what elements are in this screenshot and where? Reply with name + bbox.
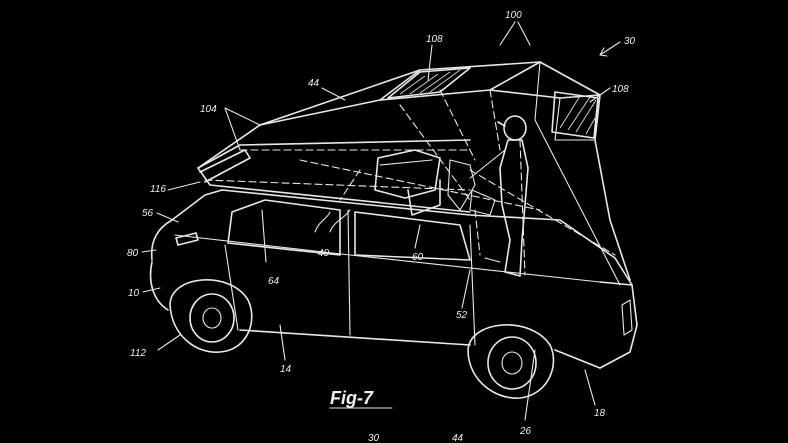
belt-line [174, 234, 601, 283]
label-60: 60 [412, 252, 424, 263]
label-108-front: 108 [426, 34, 443, 45]
headlight [175, 232, 199, 246]
hidden-line-4 [439, 89, 476, 161]
figure-caption: Fig-7 [329, 388, 393, 409]
held-object-2 [469, 189, 496, 216]
label-26: 26 [519, 426, 532, 437]
hidden-line-2 [204, 179, 471, 191]
leader-18 [584, 369, 596, 406]
label-116: 116 [150, 184, 166, 195]
rear-wheel [467, 324, 555, 399]
label-56: 56 [142, 208, 154, 219]
hidden-line-10 [519, 139, 526, 276]
roof-tent [197, 61, 631, 286]
tent-rear-fold [534, 61, 621, 286]
hidden-line-5 [489, 89, 501, 151]
person-head [503, 115, 527, 141]
roof-line [221, 189, 616, 259]
leader-40 [314, 209, 351, 233]
hidden-line-8 [339, 169, 361, 201]
leader-56 [156, 212, 179, 223]
seat-base [407, 179, 441, 216]
panel-edge [199, 149, 251, 183]
label-44-bottom: 44 [452, 433, 464, 443]
leader-108a [427, 44, 433, 81]
label-64: 64 [268, 276, 280, 287]
label-10: 10 [128, 288, 140, 299]
leader-100-a [499, 21, 516, 46]
label-108-rear: 108 [612, 84, 629, 95]
taillight [621, 299, 633, 336]
label-40: 40 [318, 248, 330, 259]
leader-52 [461, 269, 471, 309]
person-foot [484, 257, 501, 263]
person-body [499, 139, 529, 277]
reference-labels: 100 30 108 108 44 104 116 56 80 10 40 64… [127, 10, 636, 443]
skylight-rear [551, 91, 599, 139]
figure-caption-text: Fig-7 [330, 388, 374, 408]
vehicle-body [149, 189, 638, 369]
rear-top-edge [599, 281, 633, 286]
label-18: 18 [594, 408, 606, 419]
leader-30 [599, 41, 621, 56]
leader-60 [414, 224, 421, 249]
leader-26 [524, 349, 536, 421]
leader-lines [141, 21, 621, 421]
leader-100-b [517, 21, 531, 46]
leader-44 [321, 87, 346, 101]
leader-104 [224, 107, 261, 151]
skylight-front [387, 67, 471, 99]
lower-sill [239, 329, 471, 346]
hidden-line-9 [299, 159, 541, 211]
door-divider-front [347, 209, 351, 336]
label-30-bottom: 30 [368, 433, 380, 443]
label-30: 30 [624, 36, 636, 47]
leader-14 [279, 324, 286, 361]
front-wheel [169, 279, 253, 353]
label-14: 14 [280, 364, 292, 375]
tent-outer-edge [197, 61, 631, 281]
leader-64 [261, 209, 267, 263]
interior-items [374, 115, 529, 277]
seat-cushion [374, 149, 441, 199]
front-hood-line [150, 189, 223, 261]
leader-10 [142, 287, 161, 293]
label-100: 100 [505, 10, 522, 21]
front-door-edge [224, 244, 239, 331]
arrow-30 [599, 47, 608, 57]
seat-seam [379, 159, 433, 166]
rear-sill [554, 349, 601, 369]
leader-108b [589, 87, 611, 103]
skylight-front-hatch [399, 69, 461, 95]
hidden-line-7 [474, 209, 481, 256]
leader-116 [167, 181, 201, 191]
rear-outline [599, 257, 638, 369]
label-44: 44 [308, 78, 320, 89]
middle-window [354, 211, 471, 261]
label-104: 104 [200, 104, 217, 115]
label-80: 80 [127, 248, 139, 259]
leader-80 [141, 249, 157, 253]
label-52: 52 [456, 310, 468, 321]
tent-inner-left [197, 139, 471, 169]
person-arm [469, 149, 506, 179]
leader-112 [157, 334, 181, 351]
label-112: 112 [130, 348, 146, 359]
tent-ridge-right [489, 89, 601, 99]
skylight-rear-hatch [559, 95, 597, 135]
front-bumper-line [149, 261, 169, 311]
person-cap-brim [497, 121, 506, 127]
hidden-line-3 [399, 104, 471, 201]
tent-base-edge [197, 167, 471, 213]
hidden-line-6 [469, 169, 616, 256]
front-window [227, 199, 341, 256]
door-divider-rear [469, 224, 476, 346]
tent-rear-window-frame [554, 97, 596, 141]
held-object [447, 159, 476, 211]
